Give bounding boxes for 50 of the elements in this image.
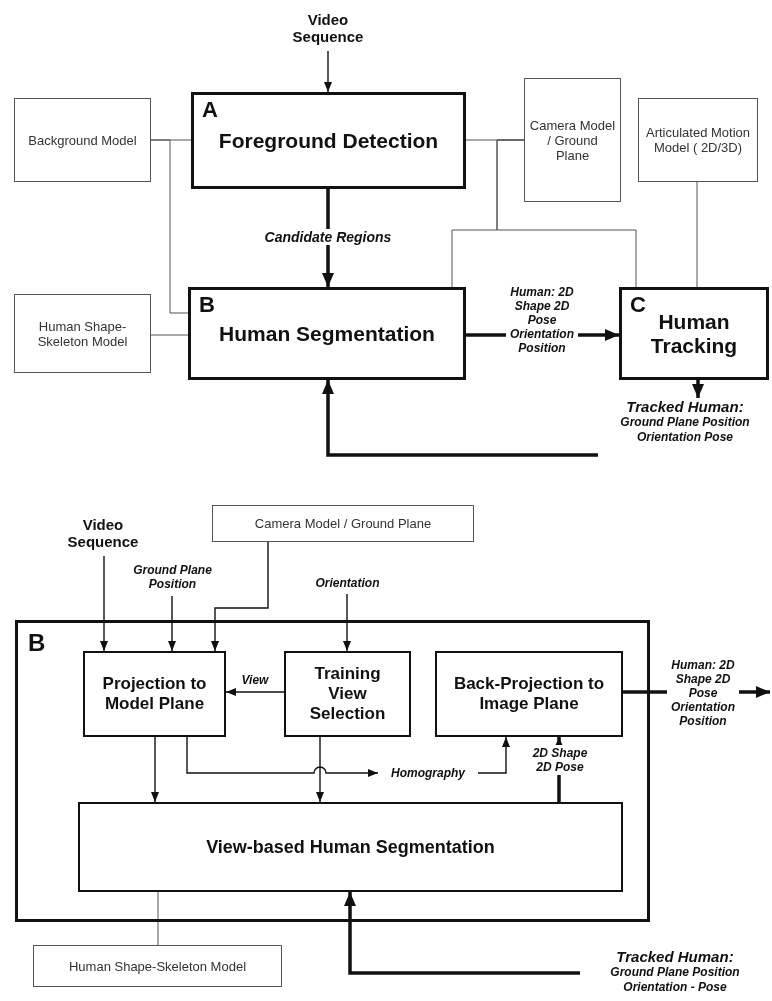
connector-line <box>496 139 637 288</box>
annotation-text: Video Sequence <box>280 5 376 51</box>
section-letter: A <box>202 97 218 123</box>
arrow <box>316 736 324 803</box>
arrow <box>324 50 332 93</box>
annotation-text: Ground Plane Position <box>115 558 230 596</box>
model-box: Background Model <box>14 98 151 182</box>
connector-line <box>150 139 189 314</box>
process-box <box>191 92 466 189</box>
model-box: Camera Model / Ground Plane <box>524 78 621 202</box>
annotation-text: Homography <box>378 763 478 783</box>
process-box: Projection to Model Plane <box>83 651 226 737</box>
arrow <box>225 688 285 696</box>
annotation-heading: Tracked Human: <box>626 398 744 415</box>
connector-line <box>157 891 159 946</box>
connector-line <box>696 181 698 288</box>
section-letter: B <box>28 629 46 657</box>
model-box: Camera Model / Ground Plane <box>212 505 474 542</box>
arrow <box>322 380 598 457</box>
arrow <box>168 595 176 652</box>
arrow <box>322 189 334 287</box>
section-letter: B <box>199 292 215 318</box>
process-box <box>619 287 769 380</box>
arrow <box>151 736 159 803</box>
process-box: View-based Human Segmentation <box>78 802 623 892</box>
module-frame <box>15 620 650 922</box>
annotation-text: Ground Plane Position Orientation Pose <box>619 415 751 445</box>
process-box <box>188 287 466 380</box>
model-box: Articulated Motion Model ( 2D/3D) <box>638 98 758 182</box>
annotation-heading: Tracked Human: <box>616 948 734 965</box>
process-box: Back-Projection to Image Plane <box>435 651 623 737</box>
arrow <box>186 736 379 777</box>
box-title: Foreground Detection <box>218 128 439 153</box>
section-letter: C <box>630 292 646 318</box>
arrow <box>211 541 269 652</box>
annotation-text: Video Sequence <box>55 510 151 556</box>
annotation-text: Orientation <box>300 572 395 594</box>
arrow <box>343 593 351 652</box>
box-title: Human Tracking <box>649 309 739 358</box>
process-box: Training View Selection <box>284 651 411 737</box>
arrow <box>344 892 580 975</box>
box-title: Human Segmentation <box>219 321 435 346</box>
arrow <box>100 555 108 652</box>
model-box: Human Shape-Skeleton Model <box>14 294 151 373</box>
arrow <box>477 736 510 774</box>
model-box: Human Shape-Skeleton Model <box>33 945 282 987</box>
edge-label: Candidate Regions <box>263 229 393 245</box>
connector-line <box>150 334 189 336</box>
annotation-text: Ground Plane Position Orientation - Pose <box>609 965 741 995</box>
arrow <box>692 380 704 398</box>
